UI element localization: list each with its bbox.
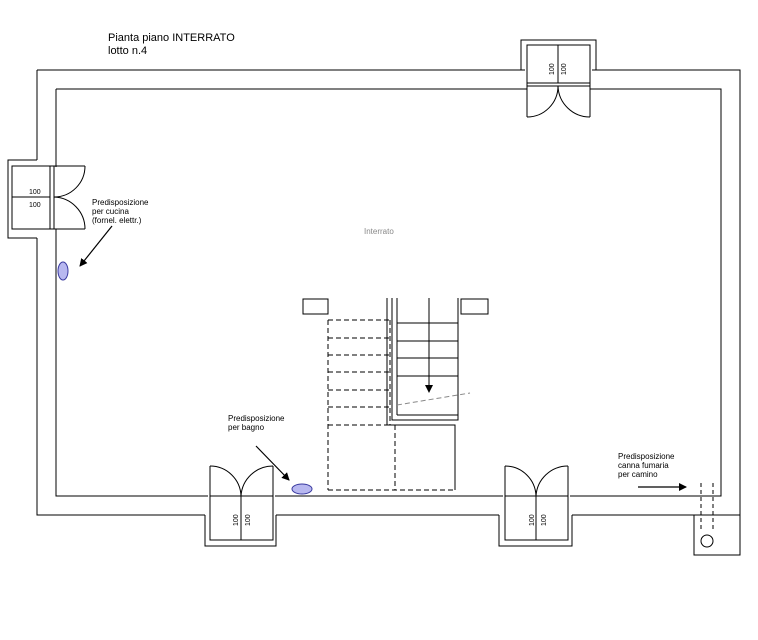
note-camino-line1: Predisposizione xyxy=(618,452,675,461)
plan-title-line2: lotto n.4 xyxy=(108,45,148,57)
dim-bl-2: 100 xyxy=(245,514,252,526)
dim-br-1: 100 xyxy=(529,514,536,526)
note-bagno-line1: Predisposizione xyxy=(228,414,285,423)
plan-title-line1: Pianta piano INTERRATO xyxy=(108,32,235,44)
stair-column-right xyxy=(460,298,489,315)
note-camino-line3: per camino xyxy=(618,470,658,479)
plan-title: Pianta piano INTERRATO lotto n.4 xyxy=(108,32,235,58)
room-label-interrato: Interrato xyxy=(364,227,394,236)
fixture-bagno xyxy=(291,483,313,495)
note-bagno-line2: per bagno xyxy=(228,423,265,432)
dim-top-2: 100 xyxy=(561,63,568,75)
outer-walls xyxy=(36,69,741,516)
fixture-cucina xyxy=(57,261,69,281)
note-camino: Predisposizione canna fumaria per camino xyxy=(618,452,674,479)
dim-left-2: 100 xyxy=(29,202,41,209)
note-cucina-line3: (fornel. elettr.) xyxy=(92,216,142,225)
chimney-flue xyxy=(693,483,741,556)
note-bagno: Predisposizione per bagno xyxy=(228,414,284,432)
window-bottom-right xyxy=(498,465,573,547)
note-camino-line2: canna fumaria xyxy=(618,461,669,470)
note-cucina-line2: per cucina xyxy=(92,207,129,216)
dim-left-1: 100 xyxy=(29,189,41,196)
annotation-arrows xyxy=(79,225,687,491)
outer-wall-outline xyxy=(36,69,741,516)
inner-wall-outline xyxy=(55,88,722,497)
staircase xyxy=(302,298,489,491)
stair-column-left xyxy=(302,298,329,315)
window-left xyxy=(7,159,86,239)
note-cucina: Predisposizione per cucina (fornel. elet… xyxy=(92,198,148,225)
note-cucina-line1: Predisposizione xyxy=(92,198,149,207)
dim-bl-1: 100 xyxy=(233,514,240,526)
window-top xyxy=(520,39,597,118)
dim-top-1: 100 xyxy=(549,63,556,75)
dim-br-2: 100 xyxy=(541,514,548,526)
arrow-bagno xyxy=(255,445,290,481)
arrow-cucina xyxy=(79,225,113,267)
window-bottom-left xyxy=(204,465,277,547)
